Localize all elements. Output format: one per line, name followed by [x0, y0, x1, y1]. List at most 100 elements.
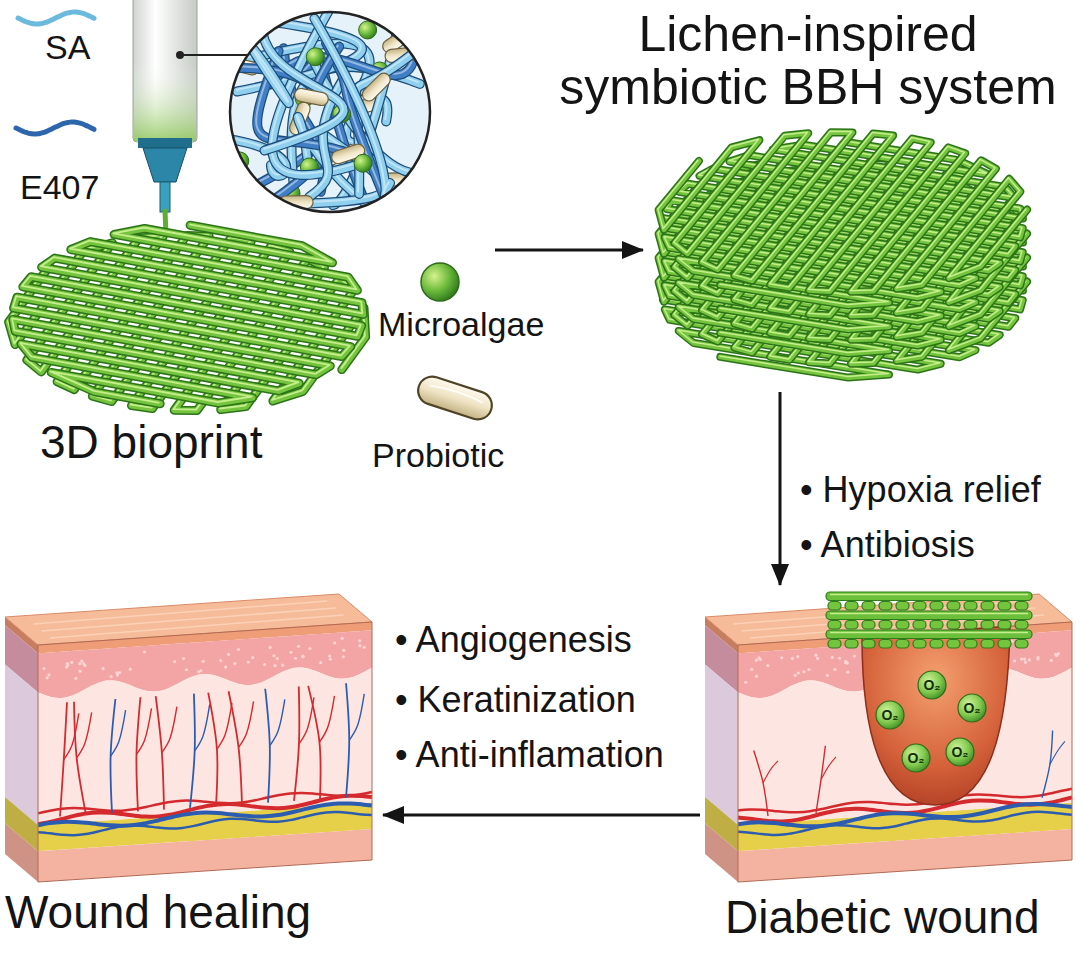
capillary: [346, 683, 349, 797]
surface-texture: [33, 601, 327, 624]
capillary: [308, 686, 320, 799]
capillary-branch: [136, 708, 151, 754]
scaffold-tube-end: [964, 621, 977, 630]
scaffold-tube-end: [913, 621, 926, 630]
epidermal-cell: [302, 655, 305, 658]
process-arrow: [779, 392, 782, 585]
epidermal-cell: [1054, 653, 1057, 656]
microalga-cell: [396, 18, 414, 36]
effect-bullet: • Anti-inflamation: [395, 734, 664, 775]
probiotic-rod: [415, 373, 496, 423]
epidermal-cell: [185, 668, 188, 671]
scaffold-tube-end: [845, 621, 858, 630]
epidermal-cell: [116, 673, 119, 676]
epidermal-cell: [358, 639, 361, 642]
epidermal-cell: [755, 659, 758, 662]
epidermal-cell: [251, 656, 254, 659]
scaffold-tube: [826, 592, 1032, 601]
healed-skin: [5, 594, 372, 882]
epidermal-cell: [182, 657, 185, 660]
zoom-outline: [230, 12, 430, 212]
scaffold-tube-end: [947, 640, 960, 649]
epidermal-cell: [102, 667, 105, 670]
epidermal-cell: [233, 662, 236, 665]
epidermal-cell: [199, 669, 202, 672]
epidermal-cell: [47, 673, 50, 676]
epidermal-cell: [129, 668, 132, 671]
epidermal-cell: [329, 658, 332, 661]
epidermal-cell: [118, 671, 121, 674]
epidermal-cell: [110, 675, 113, 678]
skin-edge: [38, 622, 372, 882]
skin-layer: [38, 829, 372, 882]
oxygen-bubble: [918, 671, 946, 699]
scaffold-tube-end: [998, 640, 1011, 649]
probiotic-icon: [415, 373, 496, 423]
bioprinted-lattice: [8, 224, 366, 410]
process-arrow: [495, 249, 643, 252]
epidermal-cell: [70, 661, 73, 664]
epidermal-cell: [846, 671, 849, 674]
epidermal-cell: [272, 654, 275, 657]
scaffold-tube-end: [828, 640, 841, 649]
capillary-branch: [821, 757, 836, 780]
skin-side-layer: [5, 664, 38, 825]
legend-label: Microalgae: [378, 305, 544, 344]
scaffold-tube-end: [828, 621, 841, 630]
microalga-cell: [354, 154, 372, 172]
scaffold-tube-end: [913, 602, 926, 611]
scaffold-tube-end: [964, 640, 977, 649]
epidermal-cell: [342, 649, 345, 652]
epidermal-cell: [273, 664, 276, 667]
capillary: [156, 696, 164, 809]
probiotic-cell: [360, 70, 393, 103]
epidermal-cell: [202, 660, 205, 663]
epidermal-cell: [1023, 657, 1026, 660]
tube-highlight: [830, 632, 1028, 633]
capillary: [208, 693, 217, 806]
epidermal-cell: [1050, 659, 1053, 662]
capillary: [1042, 730, 1053, 797]
fiber-outline: [314, 19, 390, 196]
legend-label: SA: [45, 28, 90, 67]
epidermal-cell: [363, 646, 366, 649]
printed-filament: [659, 132, 1028, 291]
epidermal-cell: [766, 664, 769, 667]
zoom-ground: [230, 12, 430, 212]
epidermal-cell: [42, 667, 45, 670]
figure-title: Lichen-inspired symbiotic BBH system: [553, 8, 1063, 113]
epidermal-cell: [341, 637, 344, 640]
scaffold-tube-end: [947, 621, 960, 630]
stage-panel: Wound healing: [3, 595, 383, 950]
epidermal-cell: [796, 655, 799, 658]
effect-bullet: • Keratinization: [395, 679, 636, 720]
tube-highlight: [830, 594, 1028, 595]
filament-highlight: [658, 131, 1026, 290]
skin-surface: [705, 594, 1072, 645]
capillary-branch: [77, 712, 92, 757]
epidermal-cell: [269, 646, 272, 649]
scaffold-tube-end: [964, 602, 977, 611]
oxygen-bubble: [902, 744, 930, 772]
scaffold-tube-end: [845, 602, 858, 611]
capillary-branch: [239, 701, 254, 747]
epidermal-cell: [46, 676, 49, 679]
scaffold-tube-end: [879, 640, 892, 649]
oxygen-bubble: [876, 701, 904, 729]
filament-outline: [13, 225, 363, 403]
scaffold-tube-end: [862, 640, 875, 649]
epidermal-cell: [319, 661, 322, 664]
capillary-branch: [111, 710, 126, 756]
oxygen-label: O₂: [923, 678, 940, 692]
blood-vessel: [38, 812, 372, 835]
capillary-branch: [195, 704, 210, 750]
probiotic-body: [293, 87, 329, 106]
scaffold-tube-end: [828, 602, 841, 611]
oxygen-bubble: [946, 738, 974, 766]
skin-side-layer: [5, 823, 38, 882]
scaffold-tube: [826, 630, 1032, 639]
epidermal-cell: [1013, 659, 1016, 662]
epidermal-cell: [838, 657, 841, 660]
scaffold-tube-end: [930, 621, 943, 630]
oxygen-label: O₂: [907, 751, 924, 765]
